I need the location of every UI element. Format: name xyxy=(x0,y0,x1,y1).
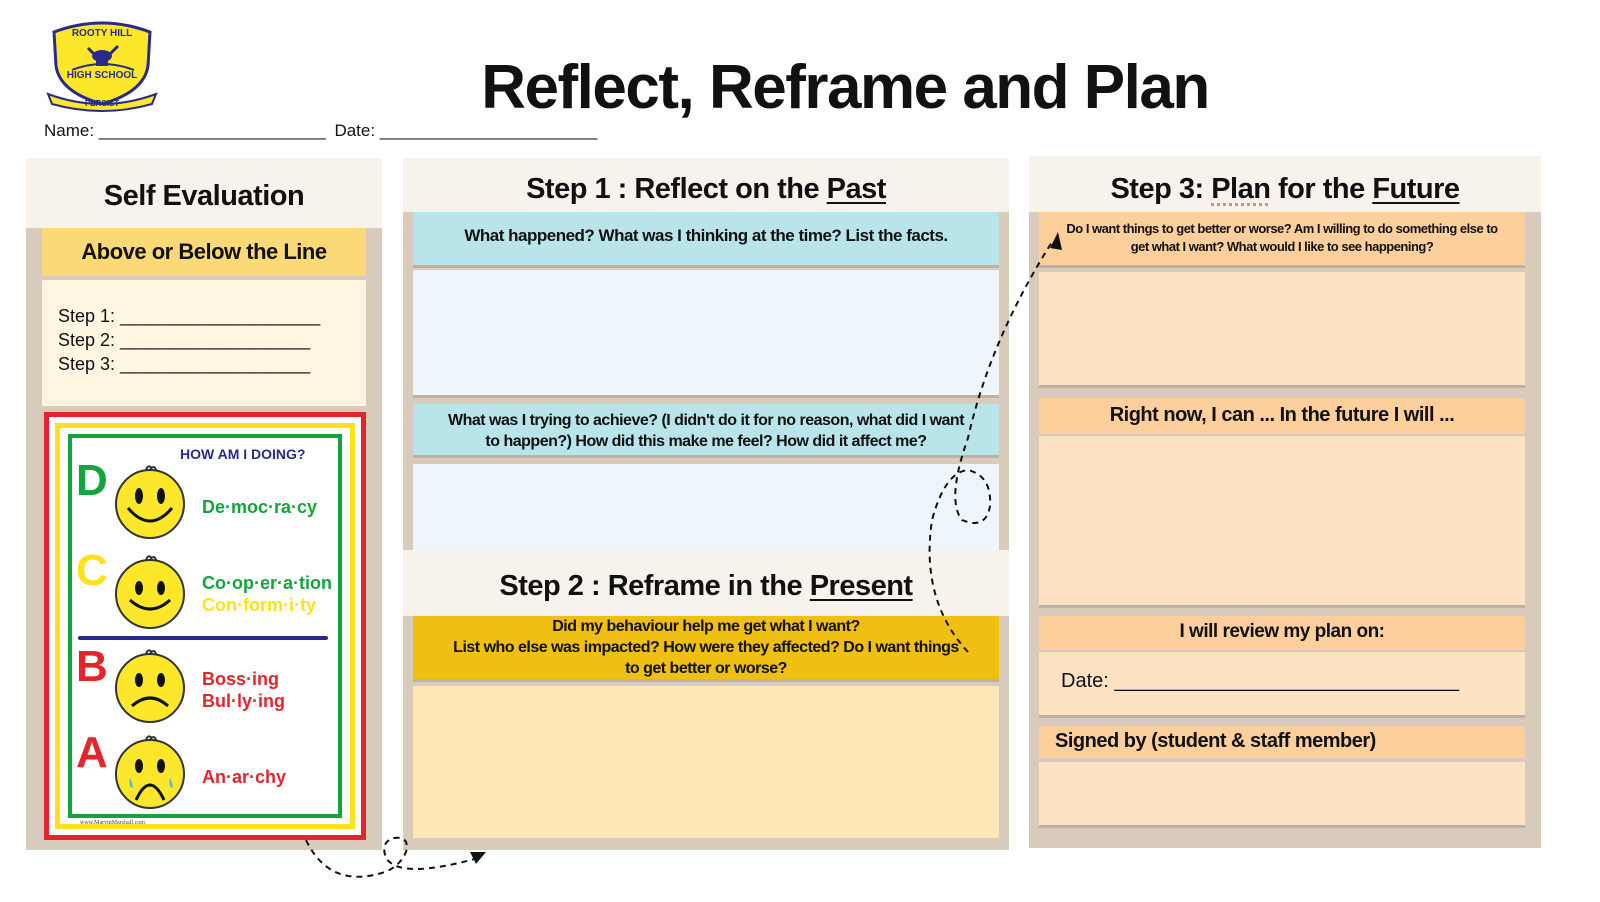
reflect-reframe-column: Step 1 : Reflect on the Past What happen… xyxy=(403,158,1009,850)
right-now-heading: Right now, I can ... In the future I wil… xyxy=(1039,398,1525,434)
review-date-line: Date: _______________________________ xyxy=(1061,670,1460,692)
school-logo: ROOTY HILL HIGH SCHOOL PERSIST xyxy=(44,18,160,112)
step-3-heading: Step 3: Plan for the Future xyxy=(1029,156,1541,212)
chart-title: HOW AM I DOING? xyxy=(180,446,306,462)
above-below-line xyxy=(78,636,328,640)
review-date-box[interactable]: Date: _______________________________ xyxy=(1039,652,1525,718)
step-2-heading-prefix: Step 2 : Reframe in the xyxy=(499,570,810,602)
level-b-label-2: Bul·ly·ing xyxy=(202,691,285,711)
sad-face-icon xyxy=(112,648,188,729)
step-2-heading-em: Present xyxy=(809,570,913,602)
level-a-letter: A xyxy=(76,728,108,777)
step-3-heading-plan: Plan xyxy=(1211,173,1271,205)
logo-motto: PERSIST xyxy=(84,99,120,108)
step-1-line: Step 1: ____________________ xyxy=(58,306,321,326)
level-a-label: An·ar·chy xyxy=(202,767,287,787)
level-d-letter: D xyxy=(76,456,108,505)
review-heading: I will review my plan on: xyxy=(1039,616,1525,650)
step-1-prompt-1: What happened? What was I thinking at th… xyxy=(413,212,999,268)
step-3-heading-future: Future xyxy=(1372,173,1460,205)
smile-face-icon xyxy=(112,554,188,635)
step-3-heading-prefix: Step 3: xyxy=(1110,173,1212,205)
level-c-label-2: Con·form·i·ty xyxy=(202,595,316,615)
step-1-answer-box-1[interactable] xyxy=(413,270,999,398)
step-2-prompt: Did my behaviour help me get what I want… xyxy=(413,616,999,682)
signature-box[interactable] xyxy=(1039,762,1525,828)
steps-box: Step 1: ____________________ Step 2: ___… xyxy=(42,280,366,406)
chart-footer: www.MarvinMarshall.com xyxy=(80,820,145,826)
step-1-answer-box-2[interactable] xyxy=(413,464,999,550)
step-3-prompt: Do I want things to get better or worse?… xyxy=(1039,212,1525,268)
step-3-line: Step 3: ___________________ xyxy=(58,354,311,374)
level-b-letter: B xyxy=(76,642,108,691)
level-c-label-1: Co·op·er·a·tion xyxy=(202,573,332,593)
happy-face-icon xyxy=(112,464,188,545)
self-evaluation-heading: Self Evaluation xyxy=(26,158,382,228)
step-3-answer-box[interactable] xyxy=(1039,272,1525,388)
level-c-letter: C xyxy=(76,546,108,595)
step-3-heading-mid: for the xyxy=(1270,173,1373,205)
name-label: Name: ________________________ xyxy=(44,121,326,140)
step-2-answer-box[interactable] xyxy=(413,686,999,838)
plan-column: Step 3: Plan for the Future Do I want th… xyxy=(1029,156,1541,848)
step-1-heading-em: Past xyxy=(826,173,887,205)
how-am-i-doing-chart: HOW AM I DOING? D De·moc·ra·cy C xyxy=(44,412,366,840)
date-label: Date: _______________________ xyxy=(334,121,598,140)
arrow-head-bottom xyxy=(470,852,486,864)
signed-heading: Signed by (student & staff member) xyxy=(1039,726,1525,758)
step-2-heading: Step 2 : Reframe in the Present xyxy=(403,550,1009,616)
above-below-heading: Above or Below the Line xyxy=(42,228,366,276)
page-title: Reflect, Reframe and Plan xyxy=(481,53,1210,122)
arrow-head-top xyxy=(1050,232,1062,250)
step-2-line: Step 2: ___________________ xyxy=(58,330,311,350)
self-evaluation-column: Self Evaluation Above or Below the Line … xyxy=(26,158,382,850)
step-1-prompt-2: What was I trying to achieve? (I didn't … xyxy=(413,404,999,458)
right-now-answer-box[interactable] xyxy=(1039,436,1525,608)
chart-yellow-frame: HOW AM I DOING? D De·moc·ra·cy C xyxy=(55,423,355,829)
step-1-heading-prefix: Step 1 : Reflect on the xyxy=(526,173,827,205)
chart-green-frame: HOW AM I DOING? D De·moc·ra·cy C xyxy=(68,434,342,818)
level-b-label-1: Boss·ing xyxy=(202,669,280,689)
crying-face-icon xyxy=(112,734,188,815)
step-1-heading: Step 1 : Reflect on the Past xyxy=(403,158,1009,212)
logo-text-top: ROOTY HILL xyxy=(71,28,133,39)
name-field: Name: ________________________ Date: ___… xyxy=(44,121,597,141)
logo-text-bottom: HIGH SCHOOL xyxy=(66,70,138,81)
level-d-label: De·moc·ra·cy xyxy=(202,497,318,517)
